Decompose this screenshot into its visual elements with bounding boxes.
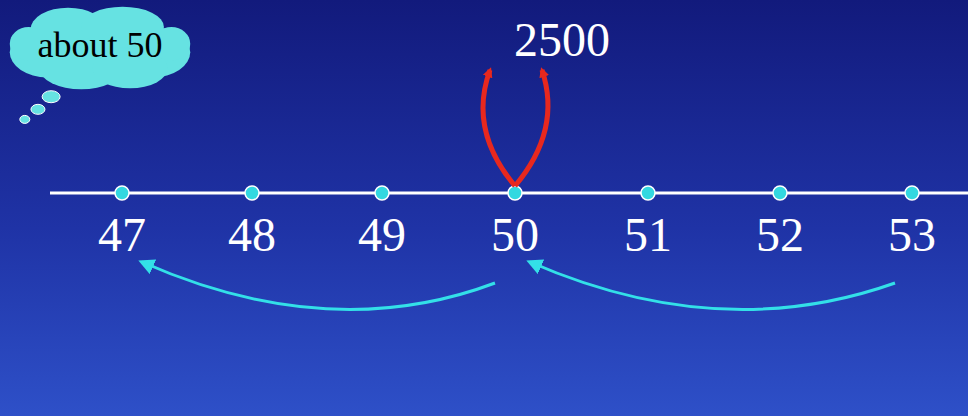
number-label: 49 bbox=[358, 211, 406, 259]
tick-dot bbox=[375, 186, 389, 200]
thought-text: about 50 bbox=[6, 26, 194, 66]
number-label: 48 bbox=[228, 211, 276, 259]
tick-dot bbox=[641, 186, 655, 200]
number-label: 47 bbox=[98, 211, 146, 259]
thought-bubble bbox=[20, 115, 30, 123]
square-arrow bbox=[483, 70, 515, 186]
number-label: 51 bbox=[624, 211, 672, 259]
number-label: 50 bbox=[491, 211, 539, 259]
tick-dot bbox=[508, 186, 522, 200]
number-label: 52 bbox=[756, 211, 804, 259]
step-arrow bbox=[530, 262, 895, 310]
square-value: 2500 bbox=[514, 16, 610, 64]
tick-dot bbox=[773, 186, 787, 200]
thought-cloud: about 50 bbox=[6, 6, 194, 90]
tick-dot bbox=[905, 186, 919, 200]
thought-bubble bbox=[31, 104, 45, 114]
step-arrow bbox=[142, 262, 495, 310]
number-label: 53 bbox=[888, 211, 936, 259]
thought-bubble bbox=[42, 91, 60, 103]
tick-dots bbox=[115, 186, 919, 200]
tick-dot bbox=[115, 186, 129, 200]
tick-dot bbox=[245, 186, 259, 200]
square-arrow bbox=[515, 70, 548, 186]
